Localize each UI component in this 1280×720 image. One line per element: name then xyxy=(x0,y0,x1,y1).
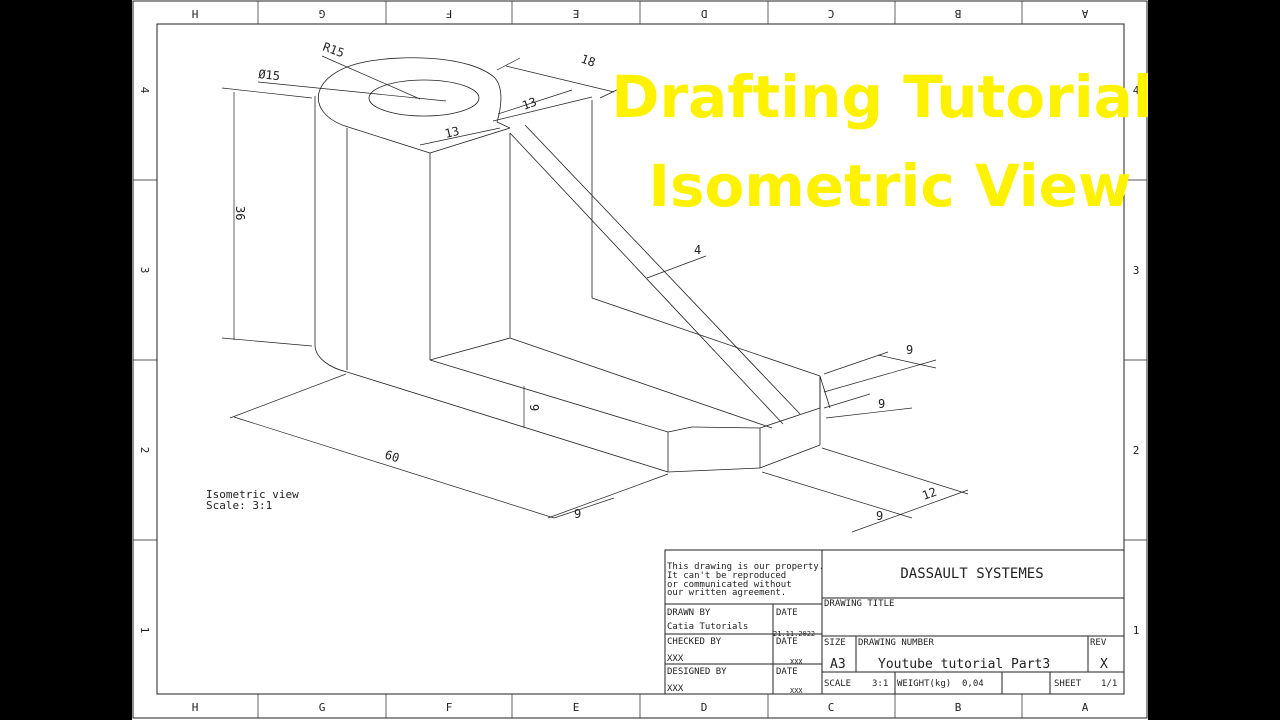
dim-base-height: 9 xyxy=(527,404,541,411)
dim-top-width-b: 13 xyxy=(443,124,460,141)
date-value-2: XXX xyxy=(790,658,803,666)
dim-bottom-left: 9 xyxy=(574,507,581,521)
top-left-edge xyxy=(344,125,431,154)
rev-label: REV xyxy=(1090,638,1107,648)
zone-bottom-c: C xyxy=(828,701,835,714)
checked-by-value: XXX xyxy=(667,654,684,664)
zone-ticks xyxy=(133,1,1147,718)
view-label: Isometric view xyxy=(206,488,299,501)
scale-label: SCALE xyxy=(824,679,851,689)
drawn-by-label: DRAWN BY xyxy=(667,608,711,618)
dim-height: 36 xyxy=(233,206,247,220)
notice-line-2: It can't be reproduced xyxy=(667,571,786,581)
zone-bottom-h: H xyxy=(192,701,199,714)
drawing-number-value: Youtube tutorial Part3 xyxy=(878,657,1050,672)
bore-hole xyxy=(368,79,480,117)
top-boss-outline xyxy=(318,57,502,127)
rev-value: X xyxy=(1100,657,1108,672)
dim-end-offset-top: 9 xyxy=(906,343,913,357)
zone-right-2: 2 xyxy=(1133,444,1140,457)
notice-line-4: our written agreement. xyxy=(667,588,786,598)
zone-left-1: 1 xyxy=(138,627,151,634)
zone-left-4: 4 xyxy=(138,87,151,94)
dim-top-depth: 18 xyxy=(579,52,597,70)
zone-bottom-g: G xyxy=(319,701,326,714)
rib-edge-1 xyxy=(509,132,784,425)
base-bottom-left xyxy=(346,371,669,473)
overlay-title-line-2: Isometric View xyxy=(648,152,1131,220)
checked-by-label: CHECKED BY xyxy=(667,637,722,647)
dim-radius: R15 xyxy=(321,40,346,61)
base-top-front xyxy=(509,337,773,429)
zone-top-d: D xyxy=(701,7,708,20)
sheet-label: SHEET xyxy=(1054,679,1082,689)
size-label: SIZE xyxy=(824,638,846,648)
zone-bottom-b: B xyxy=(955,701,962,714)
dim-top-width-a: 13 xyxy=(520,95,538,113)
zone-bottom-e: E xyxy=(573,701,580,714)
designed-by-label: DESIGNED BY xyxy=(667,667,727,677)
notice-line-1: This drawing is our property. xyxy=(667,562,824,572)
size-value: A3 xyxy=(830,657,846,672)
drawing-number-label: DRAWING NUMBER xyxy=(858,638,934,648)
zone-right-4: 4 xyxy=(1133,84,1140,97)
weight-value: 0,04 xyxy=(962,679,984,689)
title-block xyxy=(664,549,1125,695)
dim-diameter: Ø15 xyxy=(258,67,281,83)
company-name: DASSAULT SYSTEMES xyxy=(900,566,1043,582)
zone-bottom-f: F xyxy=(446,701,453,714)
top-front-edge xyxy=(429,127,511,154)
dim-end-offset-mid: 9 xyxy=(878,397,885,411)
overlay-title-line-1: Drafting Tutorial xyxy=(611,63,1152,131)
drawing-title-label: DRAWING TITLE xyxy=(824,599,894,609)
zone-top-c: C xyxy=(828,7,835,20)
zone-left-2: 2 xyxy=(138,447,151,454)
zone-top-a: A xyxy=(1081,7,1088,20)
zone-top-g: G xyxy=(319,7,326,20)
sheet-value: 1/1 xyxy=(1101,679,1117,689)
base-step xyxy=(429,337,511,361)
paper xyxy=(132,0,1148,720)
scale-value: 3:1 xyxy=(872,679,888,689)
zone-top-b: B xyxy=(954,7,961,20)
date-label-2: DATE xyxy=(776,637,798,647)
date-label-1: DATE xyxy=(776,608,798,618)
view-scale: Scale: 3:1 xyxy=(206,499,272,512)
zone-bottom-d: D xyxy=(701,701,708,714)
zone-right-3: 3 xyxy=(1133,264,1140,277)
zone-right-1: 1 xyxy=(1133,624,1140,637)
top-right-edge xyxy=(492,96,593,122)
notice-line-3: or communicated without xyxy=(667,580,792,590)
inner-frame xyxy=(156,23,1125,695)
drawn-by-value: Catia Tutorials xyxy=(667,622,748,632)
dim-rib-thickness: 4 xyxy=(694,243,701,257)
designed-by-value: XXX xyxy=(667,684,684,694)
dim-base-length: 60 xyxy=(383,448,401,466)
zone-top-h: H xyxy=(192,7,199,20)
date-value-3: XXX xyxy=(790,687,803,695)
chamfer-top xyxy=(759,407,821,429)
dimension-lines xyxy=(221,55,969,533)
dim-bottom-right: 9 xyxy=(876,509,883,523)
date-value-1: 21.11.2022 xyxy=(773,630,815,638)
rib-edge-2 xyxy=(524,124,801,415)
zone-top-f: F xyxy=(446,7,453,20)
date-label-3: DATE xyxy=(776,667,798,677)
dim-base-width: 12 xyxy=(920,485,938,503)
zone-left-3: 3 xyxy=(138,267,151,274)
isometric-part xyxy=(314,57,831,473)
zone-top-e: E xyxy=(573,7,580,20)
base-top-left xyxy=(429,359,669,433)
weight-label: WEIGHT(kg) xyxy=(897,679,951,689)
zone-bottom-a: A xyxy=(1082,701,1089,714)
